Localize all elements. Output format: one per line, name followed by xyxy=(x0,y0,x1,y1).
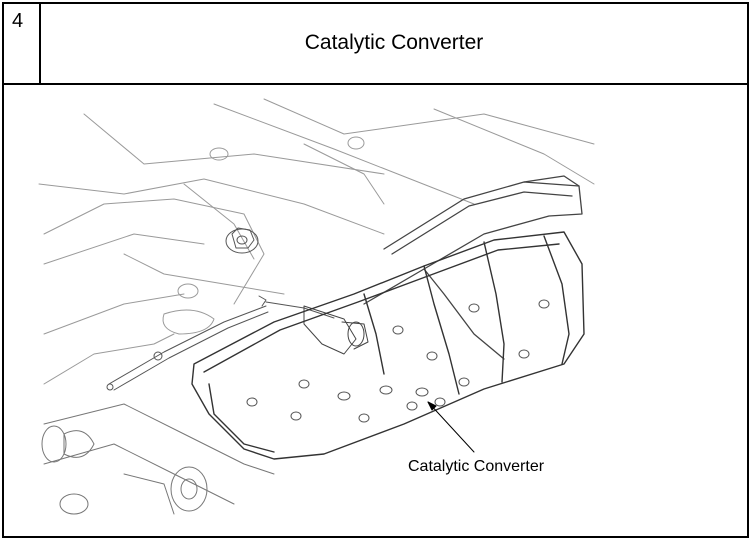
sensor-wire xyxy=(106,295,335,391)
converter-dimples xyxy=(246,299,550,423)
illustration-panel xyxy=(4,85,747,536)
callout-label: Catalytic Converter xyxy=(408,458,545,475)
catalytic-converter-illustration xyxy=(38,98,595,515)
heat-shield xyxy=(363,175,583,360)
procedure-step-table: 4 Catalytic Converter xyxy=(2,2,749,538)
step-header-row: 4 Catalytic Converter xyxy=(4,4,747,85)
step-number: 4 xyxy=(12,10,24,32)
chassis-background-lines xyxy=(38,98,595,385)
step-title: Catalytic Converter xyxy=(304,31,484,54)
cross-member xyxy=(41,403,275,515)
callout-leader xyxy=(427,401,475,453)
mounting-bolt xyxy=(225,227,259,254)
step-number-cell: 4 xyxy=(4,4,41,83)
oxygen-sensor xyxy=(303,305,369,355)
converter-body xyxy=(191,231,585,460)
